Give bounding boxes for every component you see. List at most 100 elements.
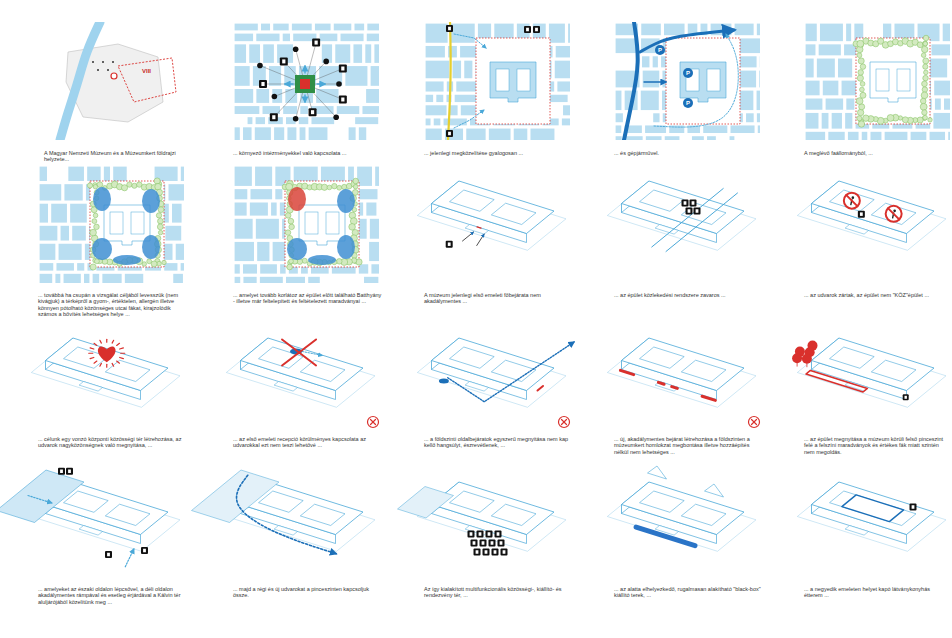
tree: [158, 218, 164, 224]
courtyard: [871, 203, 916, 224]
city-block: [235, 44, 246, 63]
prohibit-bar: [846, 195, 857, 206]
tree: [860, 92, 866, 98]
city-block: [102, 274, 121, 283]
courtyard: [871, 360, 916, 381]
building-roof: [812, 482, 935, 535]
portico: [465, 382, 488, 392]
courtyard: [496, 69, 509, 91]
city-block: [757, 113, 760, 122]
city-block: [806, 132, 826, 140]
city-block: [299, 117, 309, 124]
courtyard: [305, 212, 318, 234]
pictogram: [903, 394, 909, 400]
tree: [353, 184, 358, 189]
portico: [465, 225, 488, 235]
city-block: [51, 204, 67, 223]
tree: [349, 224, 356, 231]
tree: [923, 35, 929, 41]
city-block: [277, 44, 293, 63]
tree: [920, 98, 926, 104]
car-arrow: [644, 81, 666, 82]
city-block: [287, 127, 296, 140]
city-block: [125, 274, 143, 283]
city-block: [269, 66, 281, 86]
tree: [857, 53, 862, 58]
city-block: [806, 81, 820, 96]
tree: [336, 259, 342, 265]
city-block: [366, 203, 376, 216]
tree: [922, 81, 928, 87]
city-block: [466, 129, 485, 140]
pictogram-mark: [535, 28, 538, 32]
courtyard: [300, 360, 345, 381]
city-block: [235, 189, 248, 199]
city-block: [292, 24, 312, 31]
city-block: [272, 89, 282, 103]
roof-restaurant: [842, 495, 904, 522]
new-entrance: [620, 370, 633, 374]
city-block: [707, 136, 716, 140]
tree: [327, 185, 332, 190]
city-block: [256, 219, 279, 239]
courtyard: [450, 347, 495, 368]
city-block: [930, 132, 945, 140]
city-block: [426, 105, 447, 115]
city-block: [55, 274, 60, 283]
tree: [147, 259, 152, 264]
city-block: [40, 263, 54, 271]
museum-building: [299, 205, 345, 245]
portico: [79, 382, 102, 392]
landmark-dot: [112, 61, 114, 63]
city-block: [335, 44, 350, 63]
tree: [92, 219, 97, 224]
new-entrance: [672, 387, 678, 389]
courtyard: [640, 190, 685, 211]
city-block: [948, 132, 950, 140]
pictogram-mark: [448, 27, 451, 31]
city-block: [616, 125, 622, 133]
pictogram-mark: [485, 550, 488, 554]
caption: ... az udvarok zártak, az épület nem "KÖ…: [804, 292, 949, 298]
city-block: [260, 277, 283, 283]
pictogram-mark: [473, 541, 476, 545]
portico: [79, 526, 102, 536]
pictogram: [495, 531, 502, 538]
portico: [655, 382, 678, 392]
city-block: [366, 89, 379, 103]
expansion-zone: [93, 187, 111, 211]
city-block: [243, 127, 252, 140]
city-block: [173, 274, 183, 283]
city-block: [374, 44, 379, 63]
tree: [93, 184, 97, 188]
city-block: [806, 113, 819, 129]
courtyard: [491, 504, 536, 525]
city-block: [61, 226, 69, 241]
pictogram-mark: [684, 201, 687, 205]
pictogram-mark: [482, 541, 485, 545]
tree: [288, 218, 294, 224]
city-block: [817, 59, 835, 78]
caption: ... az épület megnyitása a múzeum körüli…: [804, 436, 949, 455]
expansion-zone: [142, 235, 160, 259]
panel: [0, 468, 180, 567]
cross-sign: [368, 417, 379, 428]
tree: [857, 75, 863, 81]
city-block: [243, 277, 256, 283]
landmark-dot: [97, 69, 99, 71]
cross-sign: [749, 417, 760, 428]
city-block: [235, 127, 240, 140]
panel-clip: [426, 22, 570, 140]
panel: [607, 181, 756, 252]
cross-sign: [559, 417, 570, 428]
expansion-zone: [288, 187, 306, 211]
pictogram-mark: [272, 115, 275, 119]
city-block: [300, 127, 306, 140]
tree: [858, 70, 864, 76]
city-block: [653, 56, 658, 67]
city-block: [806, 59, 814, 78]
courtyard: [64, 491, 109, 512]
building-roof: [812, 338, 935, 391]
city-block: [176, 244, 184, 260]
